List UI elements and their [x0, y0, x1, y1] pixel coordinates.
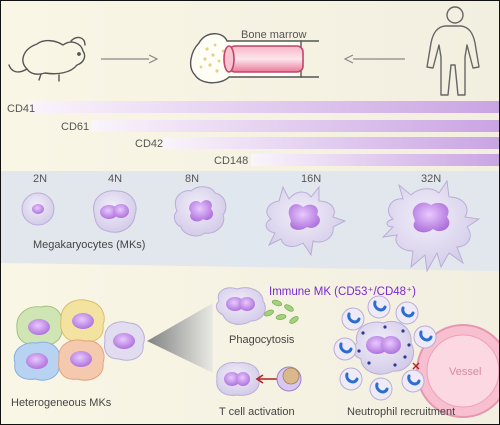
arrow-left-icon — [343, 54, 405, 64]
marker-bar-cd42 — [161, 137, 499, 149]
phagocytosis-cell — [215, 287, 299, 325]
marker-bar-cd148 — [251, 154, 499, 166]
bone-marrow-label: Bone marrow — [241, 29, 306, 41]
ploidy-label-8n: 8N — [185, 173, 199, 185]
t-cell-activation-label: T cell activation — [219, 406, 295, 418]
ploidy-label-16n: 16N — [301, 173, 321, 185]
zoom-cone — [147, 303, 213, 373]
mk-cell-8n — [173, 186, 227, 237]
mk-cell-2n — [21, 192, 55, 226]
heterogeneous-mks-label: Heterogeneous MKs — [11, 397, 112, 409]
neutrophil-recruitment-label: Neutrophil recruitment — [347, 406, 455, 418]
marker-label-cd41: CD41 — [7, 103, 35, 115]
mk-cell-4n — [93, 190, 137, 233]
ploidy-label-32n: 32N — [421, 173, 441, 185]
arrow-right-icon — [101, 54, 159, 64]
phagocytosis-label: Phagocytosis — [229, 334, 295, 346]
bone-icon — [189, 33, 319, 84]
neutrophil-recruitment — [333, 295, 499, 418]
ploidy-label-2n: 2N — [33, 173, 47, 185]
mk-cell-16n — [265, 185, 347, 257]
mouse-icon — [8, 36, 86, 82]
marker-label-cd42: CD42 — [135, 138, 163, 150]
t-cell-activation — [216, 362, 302, 396]
marker-bar-cd61 — [91, 120, 499, 132]
marker-label-cd61: CD61 — [61, 121, 89, 133]
immune-mk-label: Immune MK (CD53⁺/CD48⁺) — [269, 286, 416, 298]
marker-label-cd148: CD148 — [214, 155, 248, 167]
marker-bar-cd41 — [29, 101, 499, 113]
mk-cell-32n — [381, 179, 481, 273]
megakaryocytes-caption: Megakaryocytes (MKs) — [33, 239, 145, 251]
human-icon — [426, 6, 480, 96]
vessel-label: Vessel — [449, 366, 481, 378]
ploidy-label-4n: 4N — [108, 173, 122, 185]
heterogeneous-mk-cluster — [13, 299, 145, 381]
